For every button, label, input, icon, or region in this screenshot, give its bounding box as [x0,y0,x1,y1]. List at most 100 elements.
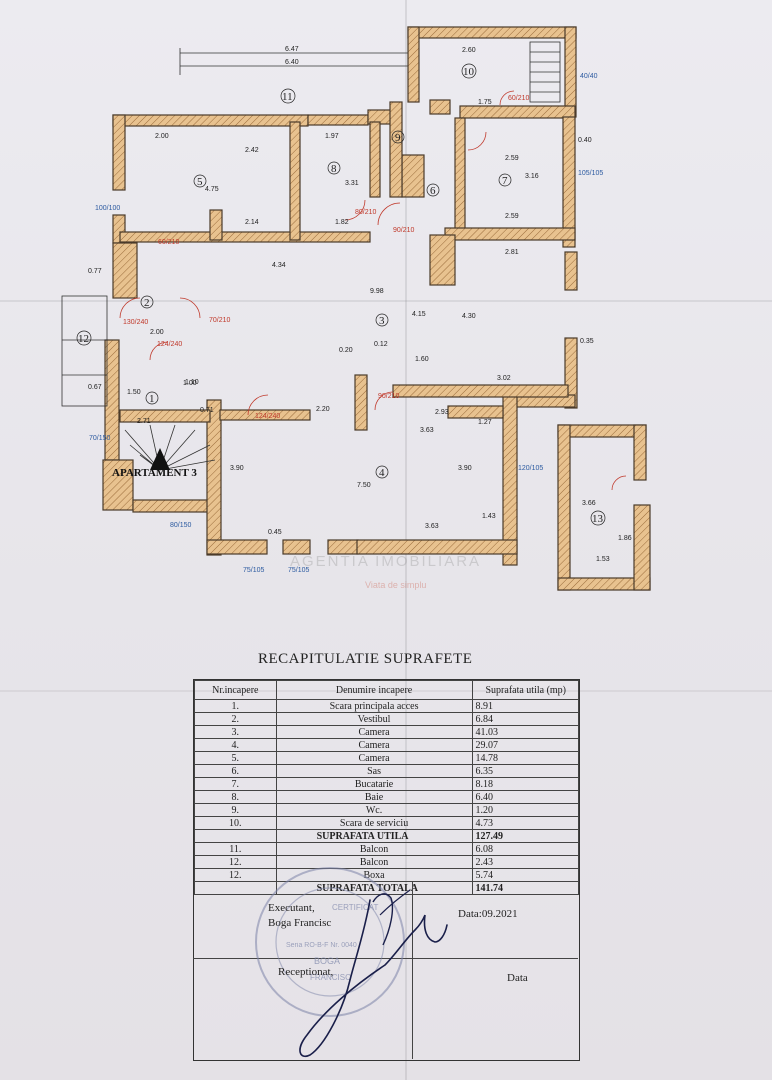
cell-nr: 6. [194,764,277,778]
room-number-3: 3 [379,315,385,327]
table-row: 5. Camera 14.78 [194,751,580,765]
receptionat-label: Receptionat, [278,966,334,978]
dim-top-2: 6.40 [285,59,299,66]
door-mark: 130/240 [123,319,148,326]
totala-value: 141.74 [471,881,580,895]
dim-label: 0.77 [88,268,102,275]
dim-label: 3.16 [525,173,539,180]
table-row: 6. Sas 6.35 [194,764,580,778]
window-mark: 105/105 [578,170,603,177]
utila-total-row: SUPRAFATA UTILA 127.49 [194,829,580,843]
table-row: 11. Balcon 6.08 [194,842,580,856]
table-row: 7. Bucatarie 8.18 [194,777,580,791]
room-number-5: 5 [197,176,203,188]
main-staircase [124,424,216,471]
dim-label: 1.00 [183,380,197,387]
cell-nr: 3. [194,725,277,739]
dim-label: 0.12 [374,341,388,348]
signature-column-divider [412,882,413,1059]
window-mark: 75/105 [243,567,265,574]
paper-fold-horizontal [0,300,772,302]
dim-label: 1.50 [127,389,141,396]
execution-date: Data:09.2021 [458,908,518,920]
room-number-4: 4 [379,467,385,479]
room-number-12: 12 [78,333,89,345]
room-number-7: 7 [502,175,508,187]
cell-nr: 10. [194,816,277,830]
dim-label: 2.71 [137,418,151,425]
window-mark: 40/40 [580,73,598,80]
floor-plan: 6.47 6.40 [61,26,651,591]
door-mark: 80/210 [355,209,377,216]
table-row: 4. Camera 29.07 [194,738,580,752]
table-row: 1. Scara principala acces 8.91 [194,699,580,713]
executant-name: Boga Francisc [268,917,332,929]
cell-name: Balcon [275,842,473,856]
cell-nr: 2. [194,712,277,726]
cell-area: 29.07 [471,738,580,752]
dim-label: 4.75 [205,186,219,193]
totala-total-row: SUPRAFATA TOTALA 141.74 [194,881,580,895]
room-number-8: 8 [331,163,337,175]
cell-nr: 7. [194,777,277,791]
cell-name: Camera [275,751,473,765]
cell-area: 6.35 [471,764,580,778]
cell-area: 6.40 [471,790,580,804]
dim-label: 2.42 [245,147,259,154]
cell-name: Camera [275,738,473,752]
dim-label: 1.27 [478,419,492,426]
dim-label: 0.45 [268,529,282,536]
table-row: 10. Scara de serviciu 4.73 [194,816,580,830]
dim-label: 2.14 [245,219,259,226]
dim-label: 3.90 [458,465,472,472]
recap-title: RECAPITULATIE SUPRAFETE [258,651,473,667]
cell-nr: 9. [194,803,277,817]
dim-label: 2.20 [316,406,330,413]
dim-label: 2.59 [505,155,519,162]
dim-label: 1.97 [325,133,339,140]
watermark-subtext: Viata de simplu [365,580,426,590]
table-row: 8. Baie 6.40 [194,790,580,804]
cell-area: 4.73 [471,816,580,830]
table-row: 3. Camera 41.03 [194,725,580,739]
door-mark: 90/210 [378,393,400,400]
stamp-text-3: BOGA [314,956,340,966]
window-mark: 70/150 [89,435,111,442]
window-mark: 120/105 [518,465,543,472]
table-row: 12. Balcon 2.43 [194,855,580,869]
executant-label: Executant, [268,902,315,914]
room-number-6: 6 [430,185,436,197]
dim-label: 9.98 [370,288,384,295]
room-number-1: 1 [149,393,155,405]
dim-label: 3.90 [230,465,244,472]
dim-label: 3.63 [425,523,439,530]
room-number-labels: 1 2 3 4 5 6 7 8 9 10 11 12 13 [76,63,606,526]
dim-label: 1.82 [335,219,349,226]
cell-name: Camera [275,725,473,739]
dim-label: 0.67 [88,384,102,391]
door-mark: 60/210 [158,239,180,246]
dim-label: 4.34 [272,262,286,269]
dim-label: 4.30 [462,313,476,320]
top-dimension-lines: 6.47 6.40 [179,46,409,75]
dim-label: 0.20 [339,347,353,354]
dim-label: 2.81 [505,249,519,256]
cell-area: 5.74 [471,868,580,882]
door-mark: 60/210 [508,95,530,102]
window-mark: 100/100 [95,205,120,212]
room-number-11: 11 [282,91,293,103]
cell-area: 8.91 [471,699,580,713]
watermark-text: AGENTIA IMOBILIARA [290,553,481,570]
executant-block: Executant, Boga Francisc [268,901,331,931]
cell-name: Baie [275,790,473,804]
dim-label: 2.60 [462,47,476,54]
cell-name: Scara principala acces [275,699,473,713]
cell-nr: 1. [194,699,277,713]
cell-name: Sas [275,764,473,778]
room-13-storage [557,424,651,591]
exterior-walls [102,26,578,566]
apartment-label: APARTAMENT 3 [112,467,197,479]
dim-label: 1.10 [185,379,199,386]
door-swings [119,90,627,491]
col-header-name: Denumire incapere [275,680,473,700]
